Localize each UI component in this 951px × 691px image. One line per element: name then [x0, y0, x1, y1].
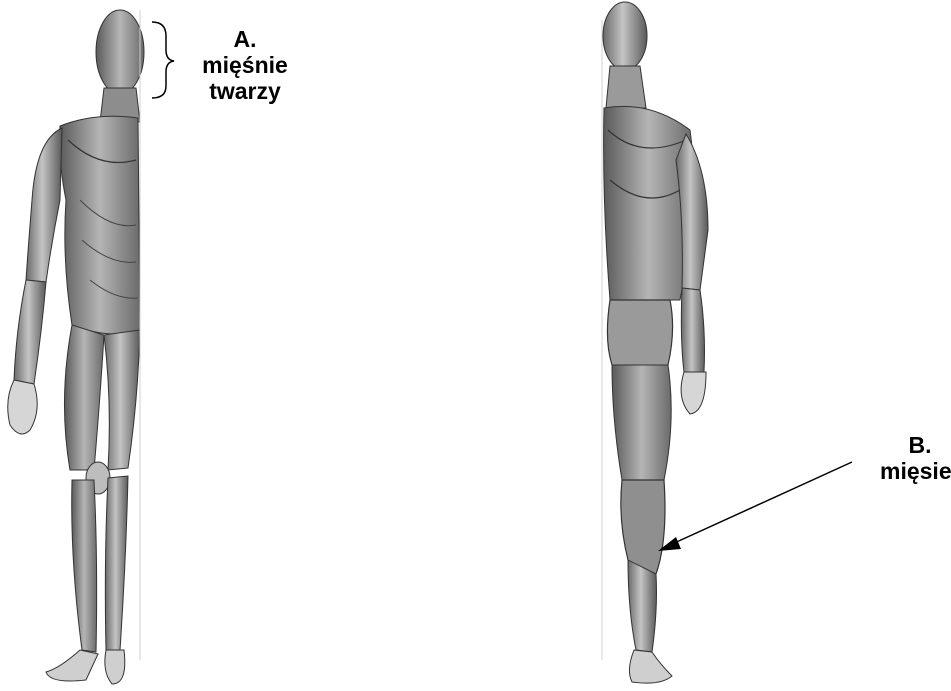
label-calf-muscle: B. mięsień	[880, 432, 951, 484]
label-a-letter: A.	[190, 26, 300, 52]
back-calf	[621, 480, 665, 575]
face-muscles-brace	[152, 22, 174, 98]
front-upper-arm	[26, 128, 62, 282]
front-thigh-left	[64, 325, 104, 470]
back-hand	[681, 372, 706, 414]
back-shin	[628, 560, 657, 652]
back-thigh	[612, 365, 671, 480]
back-head	[603, 2, 647, 70]
front-head	[96, 10, 144, 94]
front-forearm	[14, 280, 46, 384]
back-gluteus	[607, 300, 672, 373]
label-a-line1: mięśnie	[190, 52, 300, 78]
back-foot	[629, 650, 672, 683]
back-torso	[604, 106, 694, 300]
back-forearm	[681, 288, 704, 372]
back-figure	[602, 2, 708, 683]
front-shin-left	[72, 480, 97, 652]
front-thigh-right	[104, 330, 140, 470]
label-face-muscles: A. mięśnie twarzy	[190, 26, 300, 104]
front-foot-left	[46, 650, 98, 681]
front-torso	[60, 116, 140, 334]
front-figure	[8, 10, 144, 684]
label-b-line1: mięsień	[880, 458, 951, 484]
front-foot-right	[105, 650, 125, 684]
front-hand	[8, 380, 37, 434]
label-b-letter: B.	[880, 432, 951, 458]
back-neck	[606, 66, 646, 108]
front-shin-right	[105, 476, 128, 650]
calf-pointer-arrow-line	[670, 462, 852, 545]
label-a-line2: twarzy	[190, 78, 300, 104]
